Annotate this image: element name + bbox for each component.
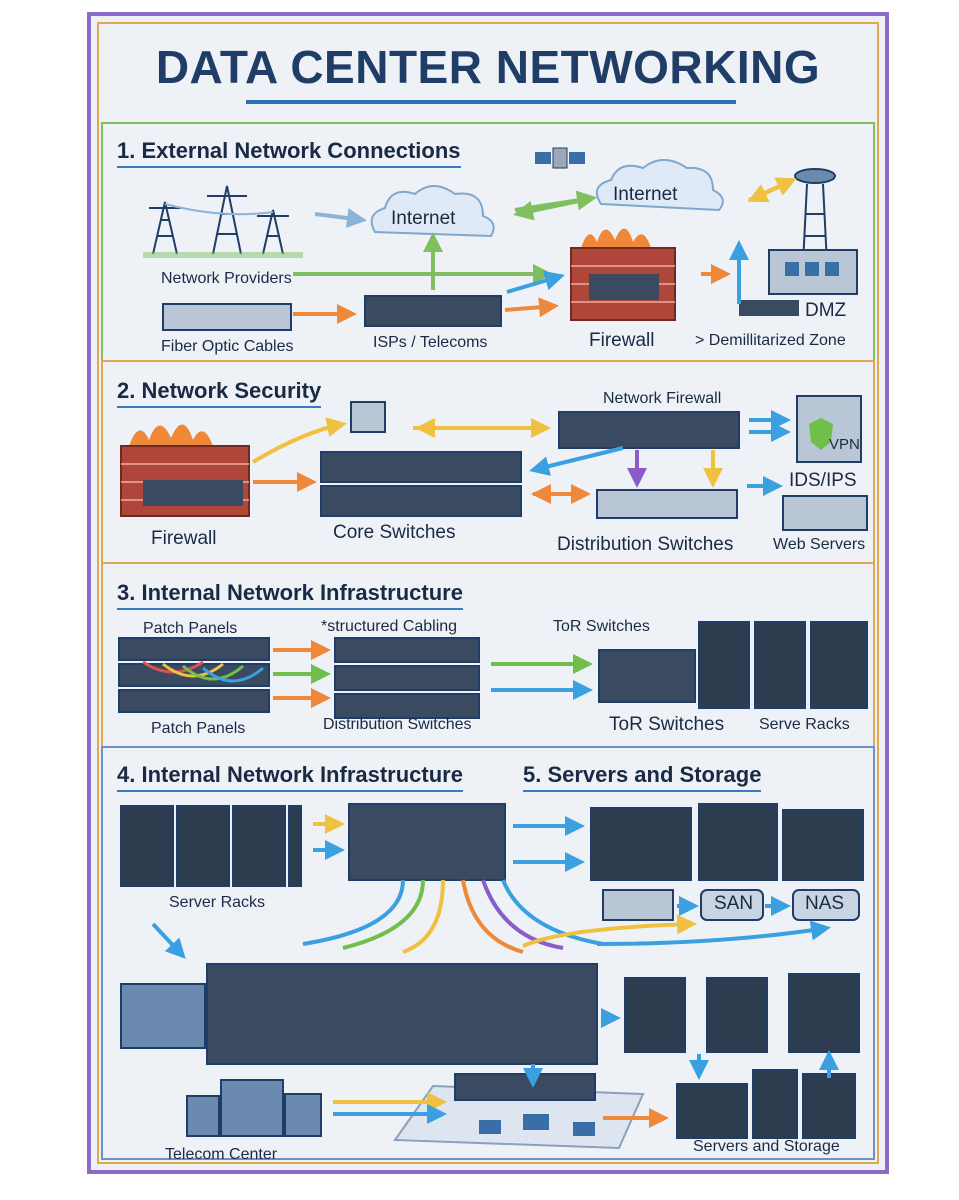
- title-underline: [246, 100, 736, 104]
- label-ids-ips: IDS/IPS: [789, 470, 857, 491]
- web-server-icon: [782, 495, 868, 531]
- poster-title: DATA CENTER NETWORKING: [155, 41, 821, 93]
- tor-switch-stack: [598, 649, 696, 703]
- label-distribution-switches-s3: Distribution Switches: [323, 716, 472, 733]
- label-telecom-center: Telecom Center: [165, 1146, 278, 1163]
- core-network-chassis: [206, 963, 598, 1065]
- fiber-equipment: [162, 303, 292, 331]
- satellite-icon: [535, 147, 585, 169]
- patch-cables: [142, 660, 264, 683]
- servers-storage-icon: [676, 1069, 856, 1139]
- aggregation-switch: [348, 803, 506, 881]
- server-racks-right: [590, 803, 864, 881]
- section5-heading: 5. Servers and Storage: [523, 762, 762, 792]
- section1-artwork: [143, 147, 858, 331]
- section4-artwork: [120, 803, 864, 1150]
- label-firewall-s2: Firewall: [151, 528, 217, 549]
- label-firewall-s1: Firewall: [589, 330, 655, 351]
- label-nas: NAS: [805, 893, 845, 914]
- transmission-tower-icon: [149, 185, 289, 255]
- server-racks-lower: [624, 973, 860, 1053]
- label-internet-left: Internet: [391, 208, 456, 229]
- section2-artwork: [120, 395, 868, 531]
- cable-bundle: [302, 879, 604, 954]
- label-fiber-optic: Fiber Optic Cables: [161, 338, 294, 355]
- san-box: [700, 889, 764, 921]
- isp-switch: [364, 295, 502, 327]
- section-internal-network-3: 3. Internal Network Infrastructure Patch…: [101, 562, 875, 748]
- antenna-tower-icon: [768, 168, 858, 295]
- label-network-providers: Network Providers: [161, 270, 292, 287]
- label-internet-right: Internet: [613, 184, 678, 205]
- section1-heading: 1. External Network Connections: [117, 138, 461, 168]
- label-distribution-switches-s2: Distribution Switches: [557, 534, 734, 555]
- label-server-racks: Server Racks: [169, 894, 266, 911]
- poster-inner-frame: [97, 22, 879, 1164]
- section2-heading: 2. Network Security: [117, 378, 322, 408]
- security-appliance: [350, 401, 386, 433]
- label-structured-cabling: *structured Cabling: [321, 618, 458, 635]
- label-san: SAN: [714, 893, 754, 914]
- label-serve-racks: Serve Racks: [759, 716, 850, 733]
- firewall-icon: [120, 424, 250, 517]
- cloud-icon: [370, 159, 724, 238]
- section4-heading: 4. Internal Network Infrastructure: [117, 762, 463, 792]
- dmz-device: [739, 300, 799, 316]
- telecom-center-icon: [186, 1079, 322, 1137]
- building-icon: [120, 983, 206, 1049]
- label-dmz-desc: > Demillitarized Zone: [695, 332, 846, 349]
- label-web-servers: Web Servers: [773, 536, 866, 553]
- vpn-shield-icon: [796, 395, 862, 463]
- section-external-network: 1. External Network Connections Internet…: [101, 122, 875, 362]
- label-core-switches: Core Switches: [333, 522, 456, 543]
- section3-artwork: [118, 621, 868, 719]
- nas-box: [792, 889, 860, 921]
- core-switch-stack: [320, 451, 522, 517]
- distribution-switch-stack: [334, 637, 480, 719]
- label-servers-storage: Servers and Storage: [693, 1138, 840, 1155]
- poster: DATA CENTER NETWORKING: [87, 12, 889, 1174]
- network-floor-map: [393, 1073, 645, 1150]
- server-rack-row: [698, 621, 868, 709]
- section3-heading: 3. Internal Network Infrastructure: [117, 580, 463, 610]
- label-dmz: DMZ: [805, 300, 847, 321]
- firewall-icon: [570, 228, 676, 321]
- label-tor-switches-bottom: ToR Switches: [609, 714, 725, 735]
- label-patch-panels-bottom: Patch Panels: [151, 720, 246, 737]
- server-racks-left: [120, 805, 302, 887]
- label-vpn: VPN: [829, 436, 860, 453]
- distribution-switch: [596, 489, 738, 519]
- label-network-firewall: Network Firewall: [603, 390, 722, 407]
- network-firewall-device: [558, 411, 740, 449]
- label-patch-panels-top: Patch Panels: [143, 620, 238, 637]
- storage-controller: [602, 889, 674, 921]
- section-internal-network-4-servers-5: 4. Internal Network Infrastructure 5. Se…: [101, 746, 875, 1163]
- section-network-security: 2. Network Security Network Firewall VPN…: [101, 360, 875, 564]
- label-tor-switches-top: ToR Switches: [553, 618, 650, 635]
- label-isps: ISPs / Telecoms: [373, 334, 488, 351]
